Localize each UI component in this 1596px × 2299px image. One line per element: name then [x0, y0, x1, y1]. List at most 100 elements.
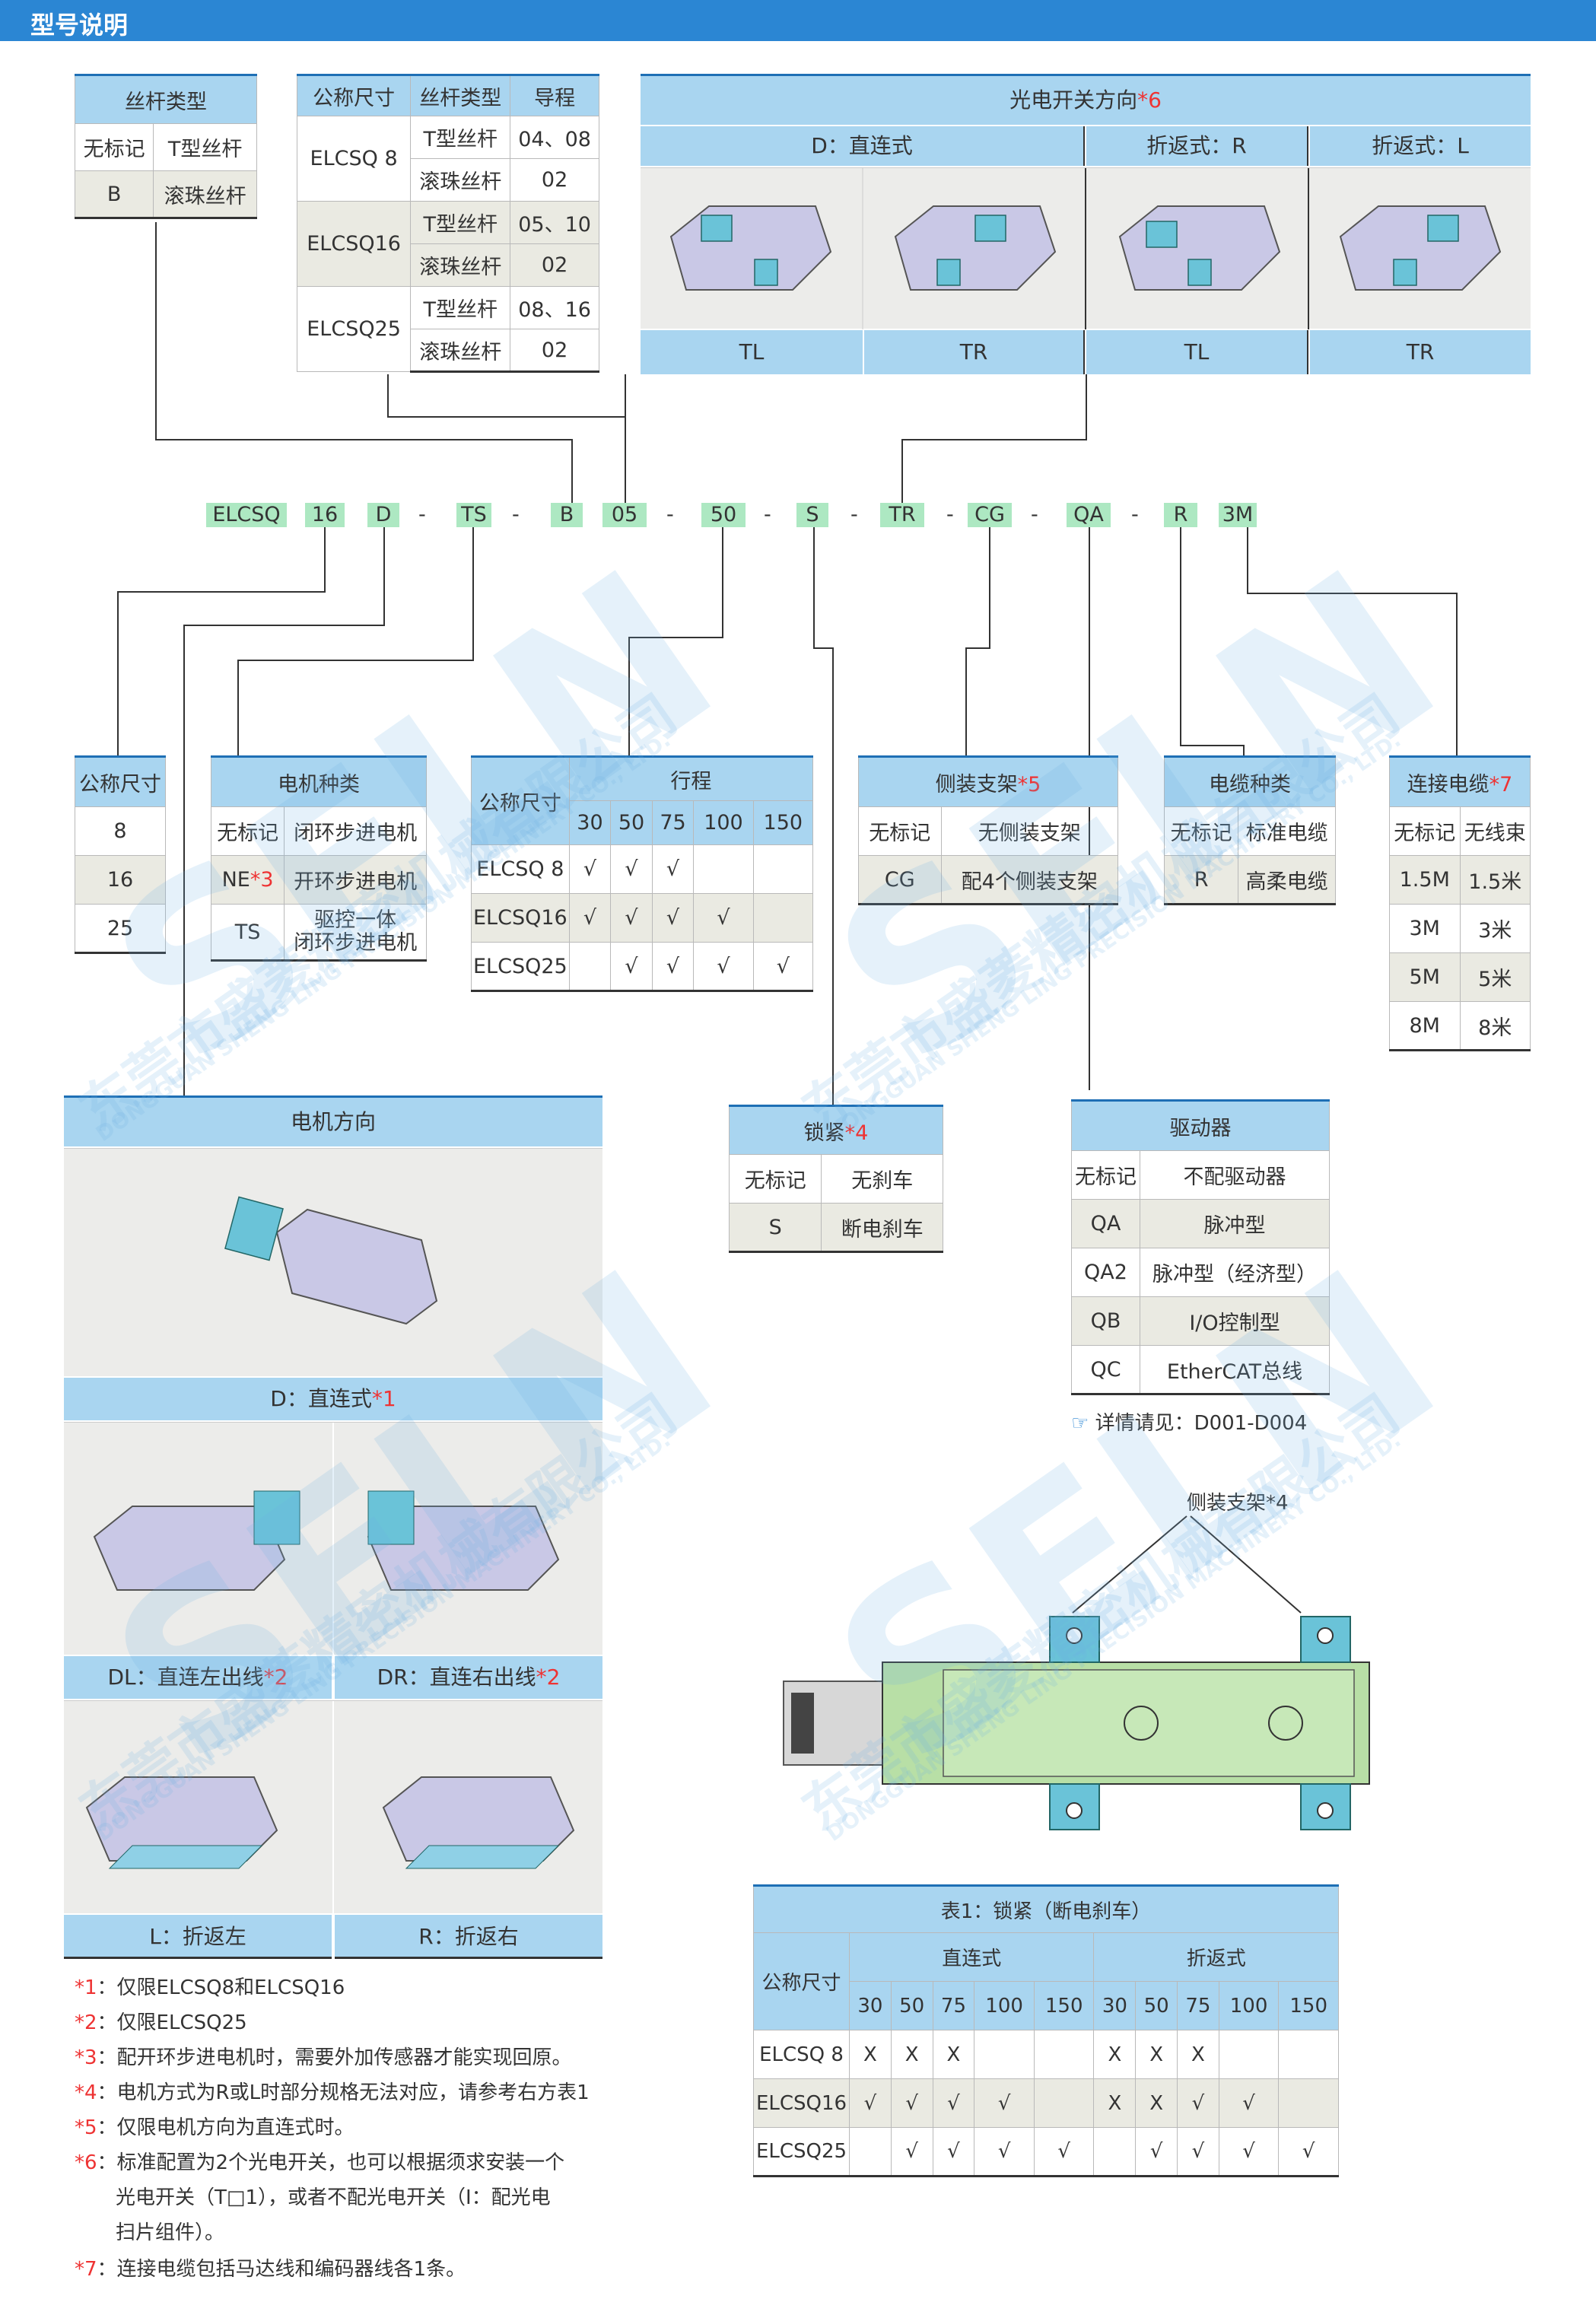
cell: 无标记: [210, 806, 285, 856]
bracket-drawing: [783, 1515, 1370, 1830]
mark: *4: [844, 1121, 869, 1145]
cell: √: [693, 942, 754, 992]
mark: *2: [263, 1665, 288, 1690]
cell: CG: [858, 855, 942, 905]
group-fold-r: 折返式：R: [1086, 126, 1308, 166]
cell: [693, 844, 754, 894]
code-series: ELCSQ: [206, 503, 287, 527]
cell: ELCSQ16: [753, 2078, 850, 2128]
cell: QA2: [1071, 1248, 1140, 1297]
cell: 脉冲型（经济型）: [1140, 1248, 1330, 1297]
stroke: 150: [752, 800, 814, 845]
size-table: 公称尺寸 8 16 25: [75, 755, 166, 954]
photo-switch-panel: 光电开关方向*6 D：直连式 折返式：R 折返式：L TL TR TL TR: [641, 74, 1531, 374]
code-stroke: 50: [701, 503, 746, 527]
cell: 1.5米: [1459, 855, 1531, 905]
cell: QC: [1071, 1345, 1140, 1395]
label-text: D：直连式: [270, 1386, 372, 1411]
dash: -: [1031, 503, 1038, 526]
stroke: 50: [610, 800, 653, 845]
cell: ELCSQ16: [296, 201, 412, 287]
cell: 标准电缆: [1238, 806, 1336, 856]
photo-switch-images: [641, 167, 1531, 329]
group-fold-l: 折返式：L: [1310, 126, 1531, 166]
cell: √: [693, 893, 754, 943]
cell: 无刹车: [821, 1154, 943, 1204]
dl-dr-drawing: [93, 1423, 560, 1655]
note-6-line-3: 扫片组件）。: [116, 2221, 225, 2244]
header-cell: 丝杆类型: [410, 74, 511, 116]
note-7: *7：连接电缆包括马达线和编码器线各1条。: [75, 2253, 466, 2282]
cell: X: [890, 2030, 933, 2079]
cell: [1033, 2078, 1095, 2128]
code-size: 16: [305, 503, 345, 527]
code-tl: TL: [641, 330, 863, 374]
cell: I/O控制型: [1140, 1296, 1330, 1346]
cell: √: [752, 942, 814, 992]
header-text: 侧装支架: [935, 772, 1018, 797]
mark: *1: [371, 1386, 396, 1411]
cell: √: [651, 844, 695, 894]
cell: √: [610, 942, 653, 992]
dl-label: DL：直连左出线*2: [64, 1656, 332, 1699]
cell: [752, 893, 814, 943]
cell: √: [1033, 2127, 1095, 2177]
mark: *3: [75, 2046, 97, 2069]
cell: T型丝杆: [410, 116, 511, 159]
stroke: 100: [693, 800, 754, 845]
cell: QB: [1071, 1296, 1140, 1346]
l-label: L：折返左: [64, 1915, 332, 1959]
cell: ELCSQ 8: [471, 844, 570, 894]
cell: 驱控一体闭环步进电机: [284, 904, 427, 962]
cell: 25: [75, 904, 166, 954]
code-tr: TR: [864, 330, 1085, 374]
note-text: ：仅限电机方向为直连式时。: [97, 2116, 354, 2139]
size-header: 公称尺寸: [75, 755, 166, 807]
bracket-header: 侧装支架*5: [858, 755, 1118, 807]
cell: X: [1177, 2030, 1219, 2079]
cell: 脉冲型: [1140, 1199, 1330, 1248]
cell: 16: [75, 855, 166, 905]
mark: *6: [75, 2151, 97, 2174]
note-4: *4：电机方式为R或L时部分规格无法对应，请参考右方表1: [75, 2077, 590, 2105]
cell: 无标记: [74, 123, 154, 171]
stroke: 150: [1033, 1981, 1095, 2030]
header-text: 锁紧: [803, 1121, 845, 1145]
cell: 5M: [1389, 952, 1461, 1002]
mark: *7: [1489, 772, 1513, 797]
line: 驱控一体: [314, 908, 397, 932]
cell: 05、10: [510, 201, 599, 244]
cell: 8: [75, 806, 166, 856]
cell: QA: [1071, 1199, 1140, 1248]
lock-header: 锁紧*4: [729, 1105, 943, 1155]
cell: 02: [510, 329, 599, 373]
cell: 开环步进电机: [284, 855, 427, 905]
cell: √: [890, 2127, 933, 2177]
cell: S: [728, 1203, 822, 1253]
cell: 滚珠丝杆: [410, 329, 511, 373]
cell: √: [1177, 2127, 1219, 2177]
cell: 08、16: [510, 286, 599, 329]
note-text: ：标准配置为2个光电开关，也可以根据须求安装一个: [97, 2151, 565, 2174]
cell: √: [1177, 2078, 1219, 2128]
code-driver: QA: [1067, 503, 1111, 527]
cell: 不配驱动器: [1140, 1150, 1330, 1200]
code: NE: [221, 868, 250, 892]
note-6-line-2: 光电开关（T□1），或者不配光电开关（I：配光电: [116, 2186, 551, 2209]
mark: *5: [1017, 772, 1041, 797]
section-title: 型号说明: [30, 11, 129, 40]
header-cell: 折返式: [1093, 1932, 1339, 1982]
mark: *2: [536, 1665, 561, 1690]
actuator-illustrations: [669, 168, 1502, 329]
header-cell: 公称尺寸: [471, 755, 570, 845]
code-tr: TR: [1310, 330, 1531, 374]
code-lock: S: [796, 503, 828, 527]
cell: 02: [510, 158, 599, 202]
cell: [849, 2127, 892, 2177]
cell: ELCSQ 8: [753, 2030, 850, 2079]
